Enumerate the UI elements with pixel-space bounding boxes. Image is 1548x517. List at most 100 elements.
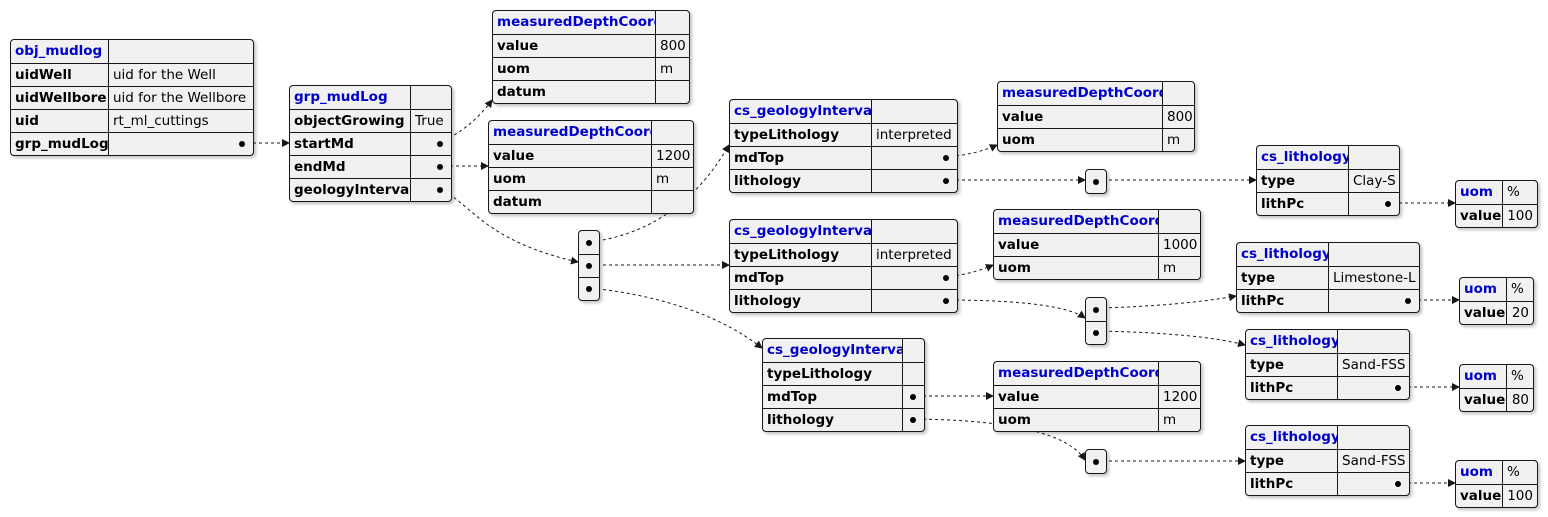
- field-value: [903, 386, 924, 408]
- field-row-datum: datum: [493, 80, 689, 103]
- field-value: 1200: [1163, 389, 1198, 405]
- node-title: measuredDepthCoord: [998, 82, 1163, 105]
- node-title: cs_lithology: [1246, 330, 1338, 353]
- field-value: 800: [1167, 109, 1193, 125]
- node-title-row: uom%: [1460, 365, 1533, 388]
- array-slot: [579, 277, 599, 300]
- field-row-geologyInterval: geologyInterval: [290, 178, 451, 201]
- field-value: 100: [1507, 488, 1533, 504]
- field-value: [903, 363, 924, 385]
- field-key: uidWell: [11, 64, 109, 86]
- field-value: m: [1163, 412, 1177, 428]
- node-title-row: uom%: [1456, 461, 1537, 484]
- field-key: lithology: [730, 170, 872, 192]
- link-dot-icon: [943, 298, 949, 304]
- node-title-row: uom%: [1456, 181, 1537, 204]
- field-value: m: [1163, 260, 1177, 276]
- node-title: cs_lithology: [1237, 243, 1329, 266]
- node-title-value: [1349, 146, 1399, 169]
- link-dot-icon: [586, 286, 592, 292]
- edge-12: [943, 299, 1086, 319]
- node-title-row: cs_lithology: [1246, 426, 1409, 449]
- field-key: value: [493, 35, 656, 57]
- field-row-lithology: lithology: [730, 169, 957, 192]
- link-dot-icon: [943, 155, 949, 161]
- field-value: uid for the Well: [113, 67, 216, 83]
- array-slot: [579, 231, 599, 254]
- field-key: datum: [489, 191, 652, 213]
- field-value: interpreted: [876, 247, 952, 263]
- node-title-value: [652, 121, 693, 144]
- field-value: [411, 133, 451, 155]
- field-key: typeLithology: [763, 363, 903, 385]
- field-row-lithology: lithology: [730, 289, 957, 312]
- link-dot-icon: [943, 275, 949, 281]
- field-value: [872, 267, 957, 289]
- field-key: value: [1460, 389, 1507, 411]
- node-title-value: [1338, 330, 1409, 353]
- field-key: value: [994, 386, 1159, 408]
- field-key: value: [1460, 302, 1507, 324]
- field-value: 80: [1511, 392, 1529, 408]
- array-slot: [1086, 298, 1106, 321]
- link-dot-icon: [437, 141, 443, 147]
- field-value: 1000: [1163, 237, 1198, 253]
- field-value: 20: [1511, 305, 1529, 321]
- field-key: uidWellbore: [11, 87, 109, 109]
- field-value: [656, 81, 689, 103]
- field-value: [1338, 377, 1409, 399]
- field-key: uom: [493, 58, 656, 80]
- node-title-row: cs_lithology: [1257, 146, 1399, 169]
- node-title-value: [872, 100, 957, 123]
- link-dot-icon: [1093, 458, 1099, 465]
- field-key: type: [1237, 267, 1329, 289]
- field-value: [1329, 290, 1419, 312]
- field-key: lithPc: [1237, 290, 1329, 312]
- field-row-endMd: endMd: [290, 155, 451, 178]
- node-title: cs_lithology: [1257, 146, 1349, 169]
- field-key: typeLithology: [730, 244, 872, 266]
- link-dot-icon: [910, 417, 916, 423]
- node-title-row: uom%: [1460, 278, 1533, 301]
- link-dot-icon: [1093, 330, 1099, 336]
- array-slot: [1086, 170, 1106, 193]
- node-title-value: [1338, 426, 1409, 449]
- field-key: lithology: [763, 409, 903, 431]
- field-value: [411, 156, 451, 178]
- link-dot-icon: [943, 178, 949, 184]
- node-title-value: %: [1507, 184, 1520, 200]
- node-title-row: cs_lithology: [1246, 330, 1409, 353]
- node-title-value: %: [1511, 281, 1524, 297]
- node-title: uom: [1456, 461, 1503, 484]
- node-title: measuredDepthCoord: [994, 210, 1159, 233]
- edge-14: [1096, 330, 1246, 348]
- field-key: lithology: [730, 290, 872, 312]
- array-node-a4: [1085, 449, 1107, 474]
- field-value: [1349, 193, 1399, 215]
- field-key: uom: [994, 409, 1159, 431]
- node-title: cs_lithology: [1246, 426, 1338, 449]
